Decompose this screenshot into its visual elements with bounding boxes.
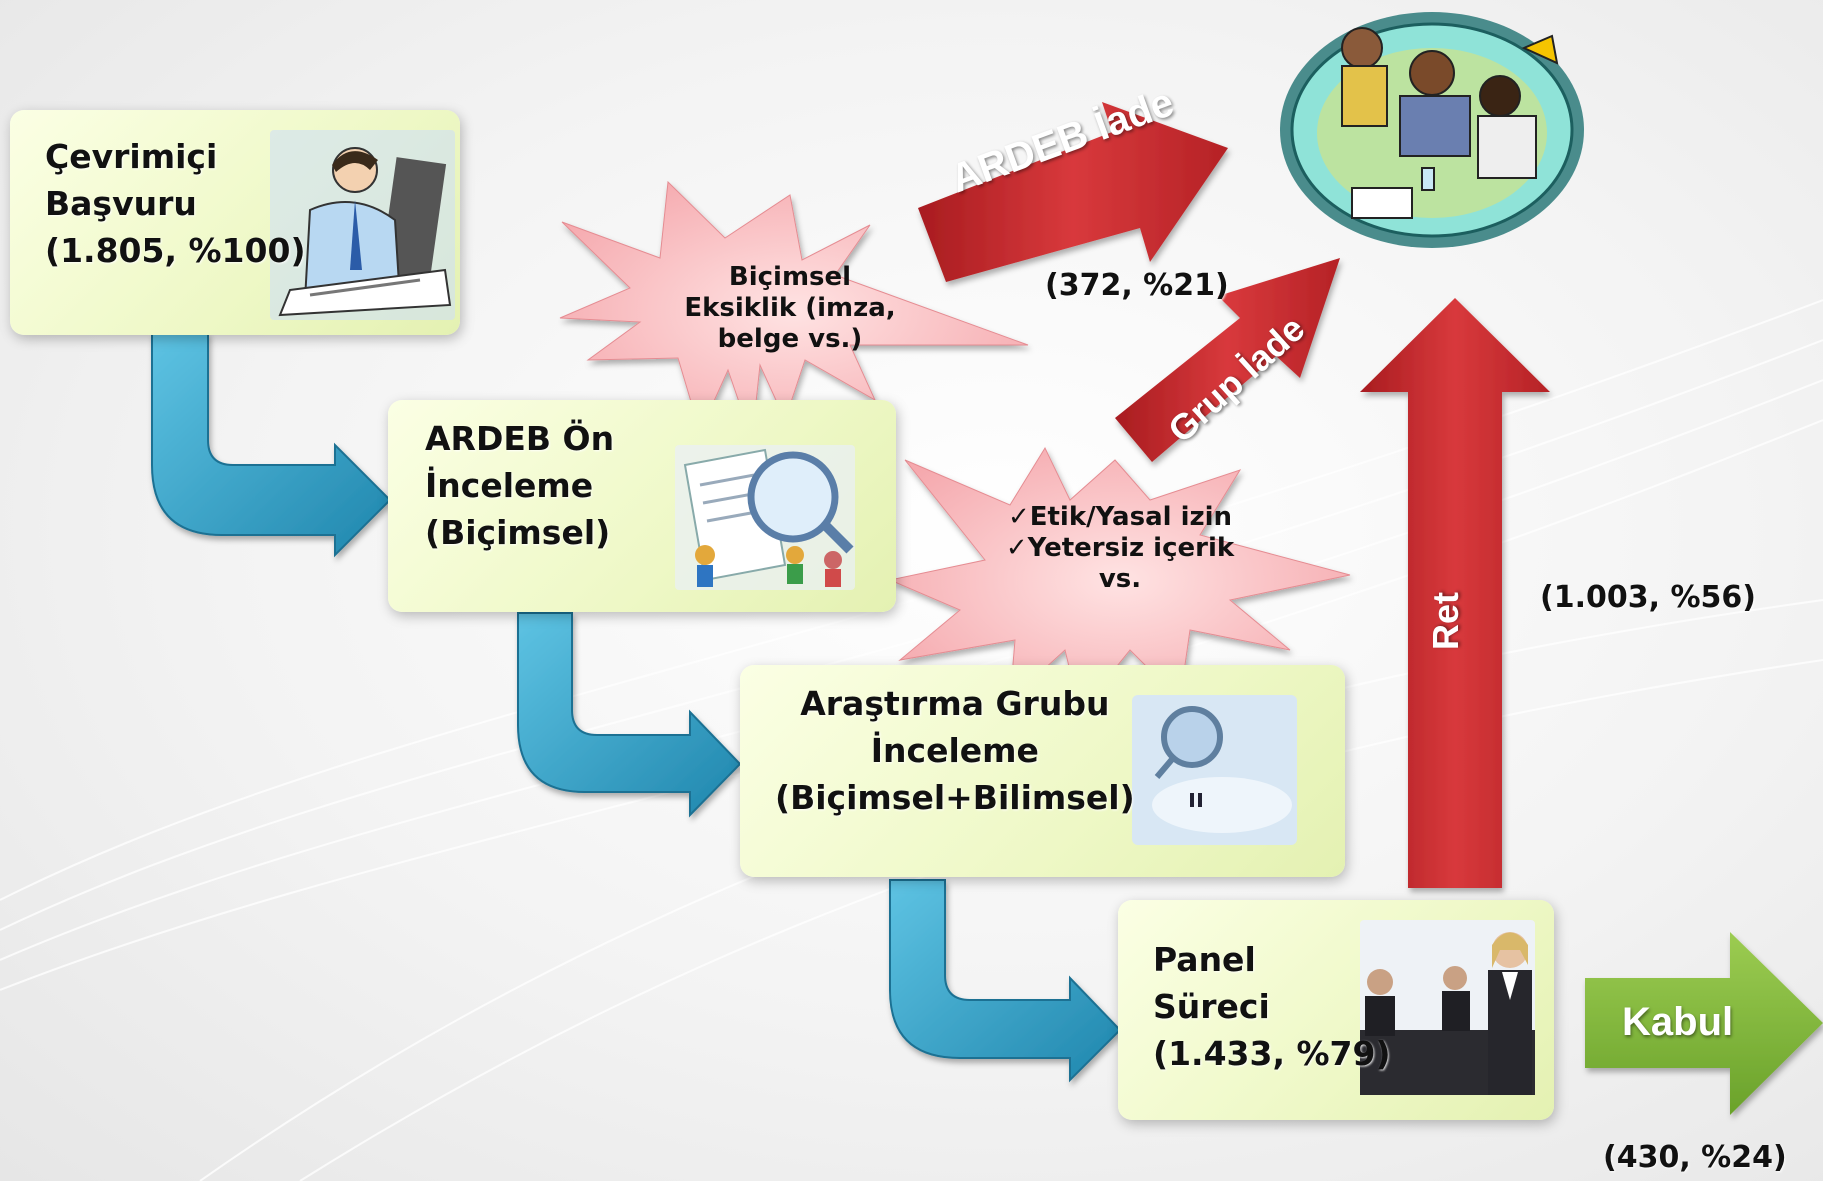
ardeb-iade-stat: (372, %21) bbox=[1045, 268, 1229, 303]
flow-arrow-3 bbox=[889, 879, 1122, 1083]
step-4-label: Panel Süreci (1.433, %79) bbox=[1153, 940, 1391, 1073]
ardeb-iade-arrow bbox=[918, 102, 1228, 282]
grup-iade-arrow bbox=[1115, 258, 1340, 462]
burst-bicimsel-eksiklik bbox=[559, 180, 1029, 441]
ret-label: Ret bbox=[1425, 591, 1466, 650]
kabul-stat: (430, %24) bbox=[1603, 1140, 1787, 1175]
step-1-label: Çevrimiçi Başvuru (1.805, %100) bbox=[45, 137, 306, 270]
burst-2-text: ✓Etik/Yasal izin ✓Yetersiz içerik vs. bbox=[1005, 502, 1235, 594]
burst-1-text: Biçimsel Eksiklik (imza, belge vs.) bbox=[684, 262, 896, 354]
kabul-arrow bbox=[1585, 932, 1823, 1115]
burst-etik-yetersiz bbox=[888, 446, 1351, 714]
team-meeting-icon bbox=[1280, 12, 1584, 248]
step-3-label: Araştırma Grubu İnceleme (Biçimsel+Bilim… bbox=[775, 684, 1135, 817]
flow-arrow-1 bbox=[151, 332, 392, 558]
kabul-label: Kabul bbox=[1622, 1000, 1734, 1044]
flow-arrow-2 bbox=[517, 612, 742, 818]
ret-stat: (1.003, %56) bbox=[1540, 580, 1756, 615]
step-2-label: ARDEB Ön İnceleme (Biçimsel) bbox=[425, 419, 615, 552]
ret-arrow bbox=[1360, 298, 1550, 888]
